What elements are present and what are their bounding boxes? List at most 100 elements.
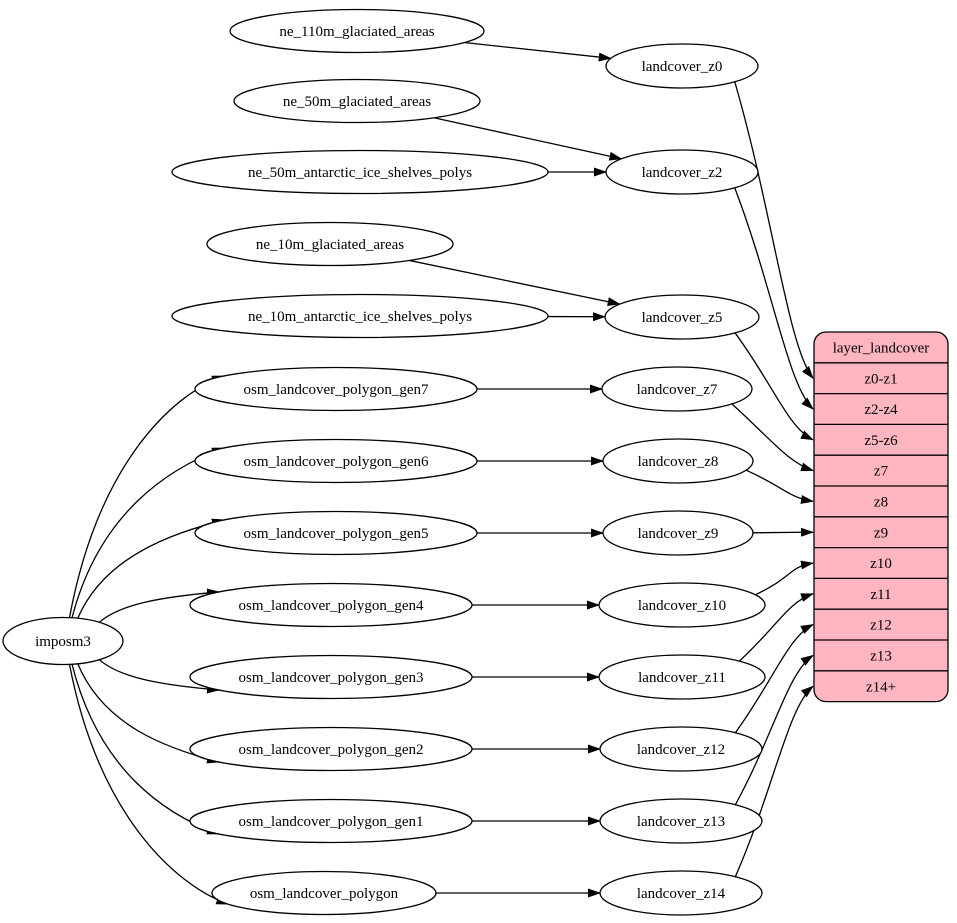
- edge-landcover_z7-layer_landcover-z7: [731, 403, 814, 472]
- node-landcover_z8: landcover_z8: [602, 438, 754, 484]
- node-label: landcover_z13: [637, 814, 725, 830]
- node-ellipse: [602, 438, 754, 484]
- table-row-z2-z4: z2-z4: [814, 392, 948, 418]
- node-label: osm_landcover_polygon_gen4: [239, 598, 424, 614]
- node-ellipse: [2, 616, 124, 666]
- table-row-z0-z1: z0-z1: [814, 362, 948, 387]
- table-row-label: z7: [874, 464, 889, 480]
- node-label: osm_landcover_polygon_gen5: [244, 526, 429, 542]
- node-label: osm_landcover_polygon_gen6: [244, 454, 429, 470]
- node-landcover_z11: landcover_z11: [598, 654, 766, 700]
- edge-landcover_z11-layer_landcover-z11: [738, 593, 814, 662]
- node-ellipse: [598, 582, 766, 628]
- node-ne_50m_antarctic_ice_shelves_polys: ne_50m_antarctic_ice_shelves_polys: [171, 149, 549, 195]
- edge-ne_110m_glaciated_areas-landcover_z0: [464, 41, 612, 62]
- node-label: landcover_z5: [642, 310, 723, 326]
- node-label: osm_landcover_polygon_gen7: [244, 382, 429, 398]
- node-ellipse: [602, 510, 754, 556]
- node-landcover_z7: landcover_z7: [601, 366, 753, 412]
- edge-landcover_z9-layer_landcover-z9: [752, 527, 814, 537]
- node-imposm3: imposm3: [2, 616, 124, 666]
- node-landcover_z13: landcover_z13: [599, 798, 763, 844]
- node-label: landcover_z12: [637, 742, 725, 758]
- table-row-z7: z7: [814, 454, 948, 480]
- edge-imposm3-osm_landcover_polygon_gen4: [98, 588, 221, 623]
- node-ellipse: [189, 654, 473, 700]
- node-landcover_z2: landcover_z2: [605, 149, 759, 195]
- node-label: landcover_z14: [637, 886, 726, 902]
- node-label: landcover_z10: [638, 598, 726, 614]
- node-ellipse: [194, 510, 478, 556]
- edge-landcover_z5-layer_landcover-z5-z6: [734, 332, 814, 441]
- node-osm_landcover_polygon_gen2: osm_landcover_polygon_gen2: [189, 726, 473, 772]
- node-ne_110m_glaciated_areas: ne_110m_glaciated_areas: [229, 8, 485, 54]
- node-ellipse: [599, 726, 763, 772]
- node-label: landcover_z7: [637, 382, 718, 398]
- node-label: landcover_z2: [642, 165, 723, 181]
- nodes-layer: imposm3 ne_110m_glaciated_areas ne_50m_gla…: [2, 8, 766, 916]
- table-row-label: z5-z6: [864, 433, 898, 449]
- edge-ne_10m_glaciated_areas-landcover_z5: [409, 259, 621, 307]
- node-ellipse: [229, 8, 485, 54]
- table-row-z8: z8: [814, 485, 948, 511]
- node-ellipse: [189, 582, 473, 628]
- node-label: ne_10m_antarctic_ice_shelves_polys: [248, 309, 472, 325]
- edge-imposm3-osm_landcover_polygon_gen7: [68, 375, 225, 618]
- table-row-label: z10: [870, 556, 892, 572]
- node-landcover_z0: landcover_z0: [605, 43, 759, 89]
- node-landcover_z14: landcover_z14: [599, 870, 763, 916]
- node-osm_landcover_polygon: osm_landcover_polygon: [211, 870, 437, 916]
- node-ne_50m_glaciated_areas: ne_50m_glaciated_areas: [233, 78, 481, 124]
- node-ellipse: [189, 798, 473, 844]
- table-layer-landcover: layer_landcoverz0-z1z2-z4z5-z6z7z8z9z10z…: [813, 331, 949, 703]
- node-ellipse: [206, 221, 454, 267]
- edge-landcover_z8-layer_landcover-z8: [745, 469, 814, 504]
- node-ellipse: [599, 798, 763, 844]
- node-ellipse: [605, 43, 759, 89]
- table-row-z9: z9: [814, 516, 948, 541]
- node-label: ne_110m_glaciated_areas: [279, 24, 434, 40]
- node-osm_landcover_polygon_gen1: osm_landcover_polygon_gen1: [189, 798, 473, 844]
- node-ellipse: [599, 870, 763, 916]
- edge-imposm3-osm_landcover_polygon_gen3: [98, 659, 221, 694]
- node-ellipse: [598, 654, 766, 700]
- node-label: imposm3: [35, 634, 91, 650]
- node-label: landcover_z9: [638, 526, 719, 542]
- table-row-z14+: z14+: [814, 670, 948, 695]
- edge-imposm3-osm_landcover_polygon: [68, 664, 230, 905]
- node-label: landcover_z8: [638, 454, 719, 470]
- table-row-z5-z6: z5-z6: [814, 423, 948, 449]
- table-row-z12: z12: [814, 608, 948, 634]
- edge-landcover_z13-layer_landcover-z13: [734, 654, 814, 806]
- table-row-z11: z11: [814, 577, 948, 603]
- edge-landcover_z10-layer_landcover-z10: [755, 560, 814, 596]
- table-row-z10: z10: [814, 546, 948, 572]
- node-osm_landcover_polygon_gen3: osm_landcover_polygon_gen3: [189, 654, 473, 700]
- node-label: ne_50m_glaciated_areas: [283, 94, 431, 110]
- table-row-label: z0-z1: [864, 371, 897, 387]
- node-ellipse: [171, 293, 549, 339]
- node-osm_landcover_polygon_gen6: osm_landcover_polygon_gen6: [194, 438, 478, 484]
- edge-landcover_z12-layer_landcover-z12: [734, 624, 814, 734]
- table-row-label: z11: [870, 587, 891, 603]
- node-ellipse: [171, 149, 549, 195]
- node-ellipse: [194, 366, 478, 412]
- table-row-label: z2-z4: [864, 402, 898, 418]
- node-osm_landcover_polygon_gen5: osm_landcover_polygon_gen5: [194, 510, 478, 556]
- edge-ne_50m_glaciated_areas-landcover_z2: [433, 117, 623, 161]
- table-row-label: z9: [874, 525, 888, 541]
- table-row-label: z12: [870, 618, 892, 634]
- table-row-label: z8: [874, 495, 888, 511]
- node-ellipse: [601, 366, 753, 412]
- node-ellipse: [211, 870, 437, 916]
- node-label: landcover_z11: [638, 670, 726, 686]
- node-label: osm_landcover_polygon_gen2: [239, 742, 424, 758]
- node-ellipse: [605, 149, 759, 195]
- node-label: ne_10m_glaciated_areas: [256, 237, 404, 253]
- node-label: landcover_z0: [642, 59, 723, 75]
- node-label: osm_landcover_polygon: [250, 886, 399, 902]
- node-landcover_z10: landcover_z10: [598, 582, 766, 628]
- node-landcover_z5: landcover_z5: [604, 294, 760, 340]
- node-landcover_z9: landcover_z9: [602, 510, 754, 556]
